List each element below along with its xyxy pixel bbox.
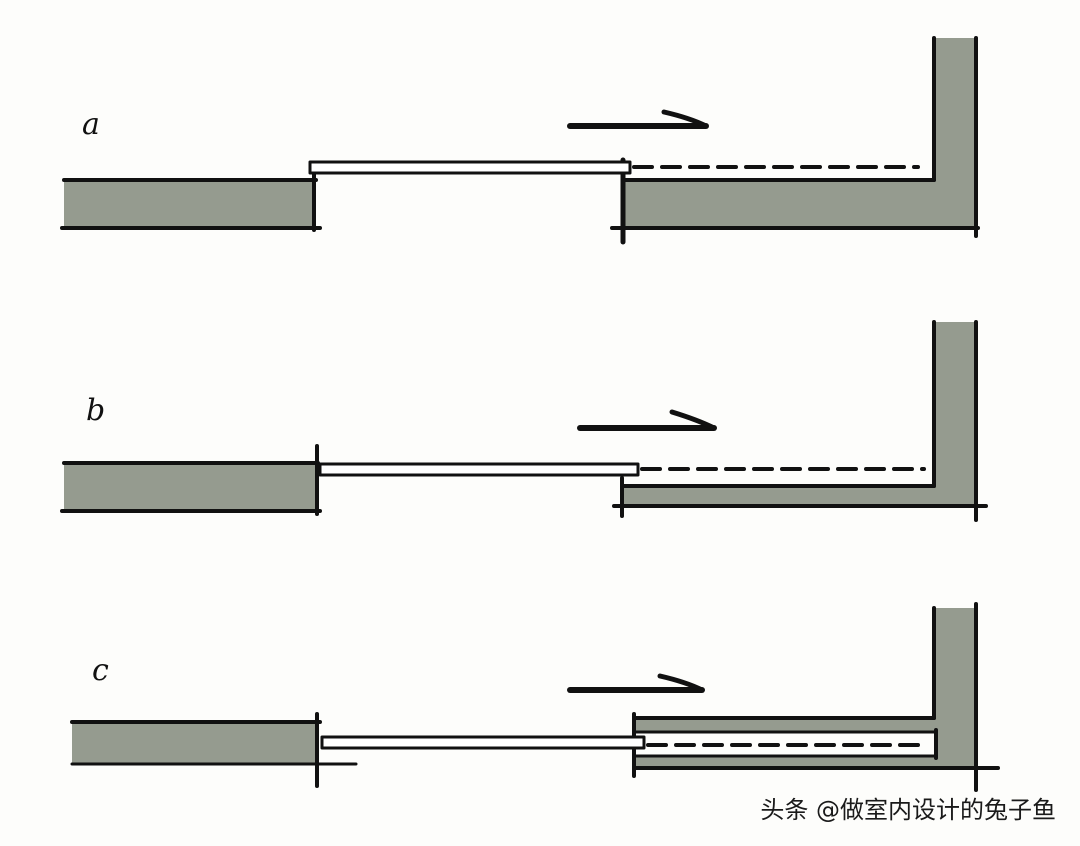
arrow-c <box>567 673 705 693</box>
wall-right-c <box>634 608 976 768</box>
diagram-label-c: c <box>92 653 109 688</box>
wall-left-b <box>64 463 317 511</box>
door-panel-b <box>318 462 640 477</box>
diagram-c <box>70 602 1000 792</box>
door-panel-a <box>308 160 632 175</box>
diagram-label-a: a <box>82 107 100 142</box>
door-panel-c <box>320 735 646 750</box>
arrow-a <box>567 109 709 129</box>
wall-left-c <box>72 722 316 764</box>
watermark: 头条 @做室内设计的兔子鱼 <box>760 796 1056 824</box>
diagram-a <box>60 36 980 245</box>
wall-left-a <box>64 180 314 228</box>
wall-right-a <box>623 38 976 228</box>
diagram-b <box>60 320 988 522</box>
arrow-b <box>577 409 717 431</box>
diagram-label-b: b <box>86 393 106 428</box>
